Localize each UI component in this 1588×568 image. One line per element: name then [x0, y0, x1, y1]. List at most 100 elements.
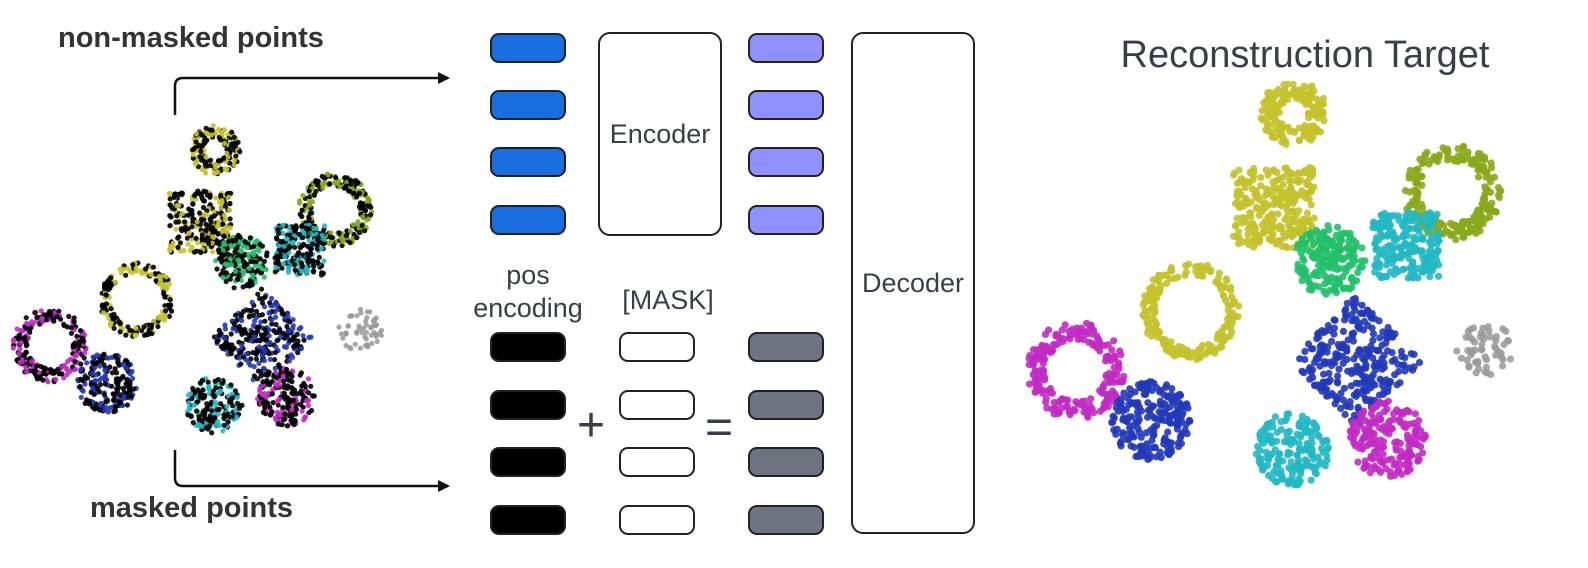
point: [1168, 394, 1176, 402]
point: [1177, 432, 1185, 440]
point: [1399, 251, 1407, 259]
point: [331, 180, 337, 186]
point: [1311, 127, 1319, 135]
point: [201, 408, 207, 414]
point: [1126, 385, 1134, 393]
point: [1480, 335, 1488, 343]
point: [1271, 413, 1279, 421]
point: [287, 413, 293, 419]
point: [159, 281, 165, 287]
point: [275, 337, 281, 343]
point: [1416, 155, 1424, 163]
point: [1148, 314, 1156, 322]
point: [1317, 243, 1325, 251]
point: [1297, 470, 1305, 478]
point: [1236, 178, 1244, 186]
point: [141, 332, 148, 338]
point: [1330, 251, 1338, 259]
point: [1390, 255, 1399, 263]
point: [148, 271, 154, 278]
point: [1371, 219, 1379, 228]
point: [294, 391, 301, 397]
point: [356, 230, 362, 236]
point: [204, 131, 210, 137]
point: [1352, 379, 1360, 387]
point: [289, 385, 295, 391]
point: [281, 416, 287, 423]
point: [1287, 183, 1295, 191]
point: [207, 192, 213, 198]
point: [10, 345, 16, 351]
point: [1294, 244, 1302, 252]
point: [1400, 361, 1408, 369]
point: [331, 243, 337, 249]
point: [250, 250, 256, 256]
point: [23, 364, 29, 370]
point: [1307, 201, 1315, 209]
point: [106, 277, 112, 283]
point: [1295, 218, 1304, 226]
point: [228, 382, 234, 388]
point: [1318, 341, 1326, 349]
point: [1432, 155, 1440, 164]
point: [1137, 433, 1145, 441]
point: [232, 143, 238, 149]
point: [1184, 349, 1192, 357]
point: [1275, 200, 1283, 208]
point: [213, 385, 219, 391]
point: [255, 291, 261, 297]
point: [1332, 289, 1340, 297]
point: [1046, 384, 1055, 393]
masked-points-label: masked points: [90, 492, 294, 524]
point: [17, 332, 23, 338]
point: [258, 373, 264, 379]
point: [1293, 480, 1301, 489]
point: [1405, 224, 1413, 232]
point: [1366, 396, 1374, 404]
point: [234, 394, 240, 400]
encoder-label: Encoder: [609, 118, 711, 149]
point: [228, 351, 234, 357]
point: [1499, 355, 1507, 364]
point: [371, 318, 377, 324]
point: [1246, 169, 1255, 177]
point: [229, 129, 235, 135]
point: [1382, 465, 1390, 473]
point: [167, 196, 173, 202]
point: [1249, 176, 1257, 184]
point: [289, 379, 295, 385]
point: [210, 234, 216, 240]
point: [1040, 353, 1048, 361]
point: [198, 149, 204, 155]
point: [1314, 229, 1322, 237]
point: [179, 210, 185, 217]
point: [71, 315, 77, 321]
point: [222, 203, 228, 209]
point: [17, 346, 23, 352]
point: [244, 351, 250, 357]
point: [214, 407, 220, 413]
point: [78, 394, 84, 400]
point: [269, 321, 275, 327]
point: [110, 316, 116, 322]
point: [368, 212, 374, 218]
point: [186, 230, 192, 236]
point: [221, 252, 227, 258]
point: [1371, 239, 1379, 248]
point: [1407, 270, 1415, 278]
point: [115, 357, 121, 363]
point: [1025, 355, 1033, 363]
point: [267, 412, 273, 418]
point: [1495, 193, 1503, 201]
point: [345, 323, 351, 329]
point: [109, 370, 115, 376]
point: [189, 395, 195, 402]
point: [50, 316, 56, 322]
point: [111, 392, 117, 398]
point: [255, 268, 261, 274]
point: [1497, 349, 1505, 357]
point: [1330, 330, 1338, 338]
point: [1337, 343, 1346, 351]
point: [229, 237, 235, 244]
point: [231, 134, 237, 140]
